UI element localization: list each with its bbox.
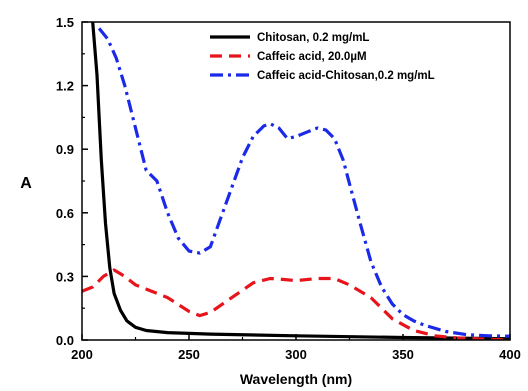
legend-label-3: Caffeic acid-Chitosan,0.2 mg/mL bbox=[257, 70, 435, 82]
axes-layer: 200 250 300 350 400 0.0 0.3 0.6 0.9 1.2 1.5 bbox=[56, 15, 521, 362]
x-tick-label: 350 bbox=[392, 347, 414, 362]
series-line-3 bbox=[97, 27, 510, 338]
legend: Chitosan, 0.2 mg/mL Caffeic acid, 20.0µM C… bbox=[210, 32, 435, 82]
y-tick-label: 0.6 bbox=[56, 206, 74, 221]
y-tick-label: 1.5 bbox=[56, 15, 74, 30]
x-tick-label: 300 bbox=[285, 347, 307, 362]
y-axis-title: A bbox=[20, 175, 32, 192]
legend-label-1: Chitosan, 0.2 mg/mL bbox=[257, 32, 369, 44]
y-tick-label: 0.0 bbox=[56, 333, 74, 348]
y-tick-label: 1.2 bbox=[56, 79, 74, 94]
y-tick-label: 0.3 bbox=[56, 269, 74, 284]
y-tick-label: 0.9 bbox=[56, 142, 74, 157]
x-tick-label: 400 bbox=[499, 347, 521, 362]
x-tick-label: 200 bbox=[71, 347, 93, 362]
x-tick-label: 250 bbox=[178, 347, 200, 362]
series-line-1 bbox=[91, 22, 510, 340]
series-layer bbox=[82, 22, 510, 340]
legend-label-2: Caffeic acid, 20.0µM bbox=[257, 51, 367, 63]
x-axis-title: Wavelength (nm) bbox=[240, 371, 352, 387]
